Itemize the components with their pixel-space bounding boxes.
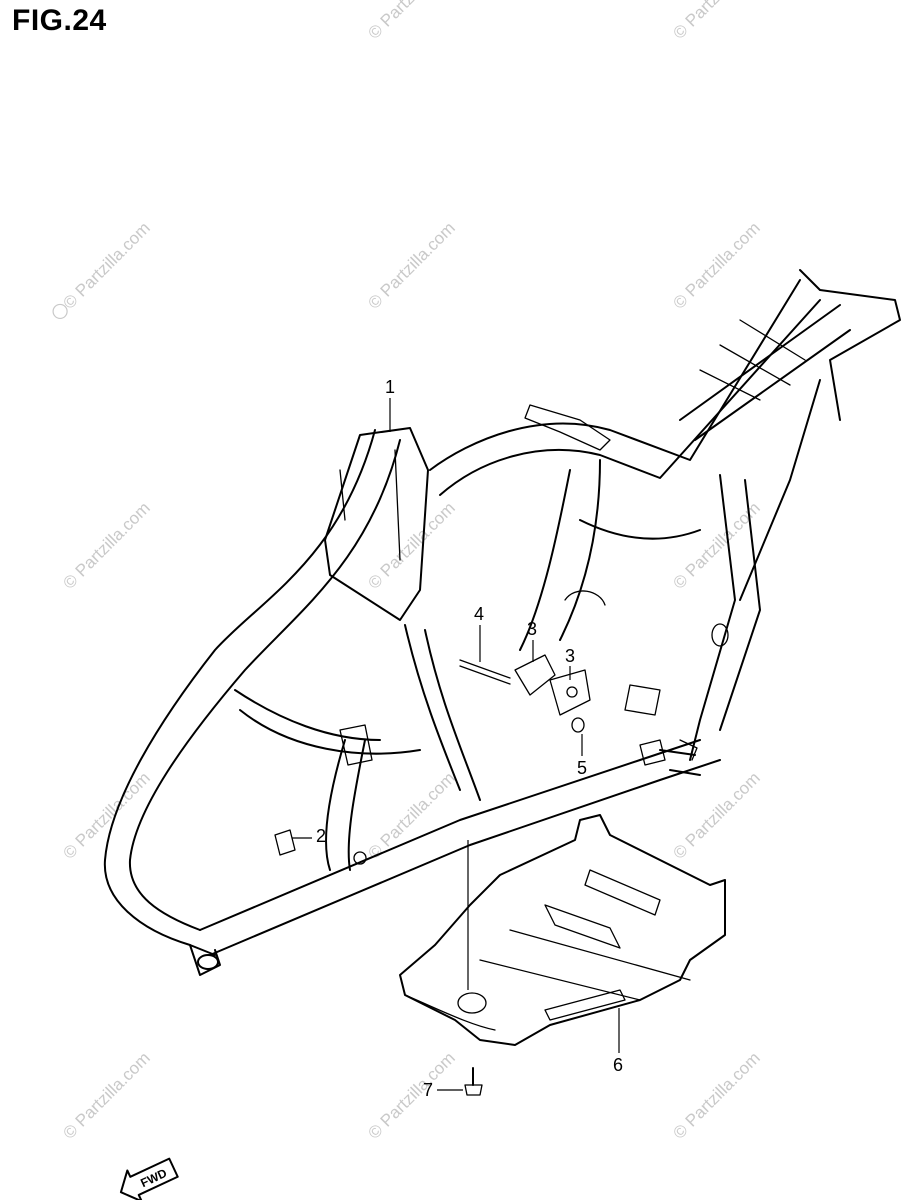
svg-text:© Partzilla.com: © Partzilla.com [364,1048,458,1142]
svg-text:© Partzilla.com: © Partzilla.com [669,768,763,862]
svg-text:© Partzilla.com: © Partzilla.com [59,218,153,312]
callout-label-5: 5 [577,758,587,778]
brackets-drawing [459,654,591,733]
callout-label-4: 4 [474,604,484,624]
watermark: © Partzilla.com [59,498,153,592]
callout-5: 5 [577,734,587,778]
svg-text:© Partzilla.com: © Partzilla.com [364,0,458,43]
svg-text:© Partzilla.com: © Partzilla.com [59,498,153,592]
callout-3b: 3 [565,646,575,680]
bolt-drawing [464,1067,483,1096]
callout-label-3b: 3 [565,646,575,666]
callout-label-3a: 3 [527,619,537,639]
callout-label-7: 7 [423,1080,433,1100]
fwd-badge: FWD [119,1157,179,1200]
callout-6: 6 [613,1008,623,1075]
watermark: © Partzilla.com [669,0,763,43]
svg-text:© Partzilla.com: © Partzilla.com [669,218,763,312]
watermark: © Partzilla.com [669,218,763,312]
callout-7: 7 [423,1080,463,1100]
callout-label-6: 6 [613,1055,623,1075]
watermark: © Partzilla.com [364,498,458,592]
figure-title: FIG.24 [12,4,107,37]
svg-text:© Partzilla.com: © Partzilla.com [669,1048,763,1142]
svg-text:© Partzilla.com: © Partzilla.com [364,218,458,312]
svg-text:© Partzilla.com: © Partzilla.com [364,498,458,592]
frame-drawing [103,269,901,976]
svg-text:© Partzilla.com: © Partzilla.com [669,0,763,43]
callout-3a: 3 [527,619,537,662]
skid-plate-drawing [399,814,726,1046]
watermark: © Partzilla.com [59,1048,153,1142]
forward-arrow-icon [119,1157,179,1200]
watermark: © Partzilla.com [669,1048,763,1142]
watermark: © Partzilla.com [364,768,458,862]
watermark: © Partzilla.com [669,768,763,862]
watermark-layer: © Partzilla.com © Partzilla.com © Partzi… [52,0,764,1143]
callout-1: 1 [385,377,395,432]
callout-label-1: 1 [385,377,395,397]
svg-text:© Partzilla.com: © Partzilla.com [364,768,458,862]
fwd-label: FWD [138,1166,169,1190]
callout-4: 4 [474,604,484,662]
watermark: © Partzilla.com [364,218,458,312]
svg-text:© Partzilla.com: © Partzilla.com [59,1048,153,1142]
watermark: © Partzilla.com [364,1048,458,1142]
callout-2: 2 [292,826,326,846]
watermark: © Partzilla.com [52,218,154,320]
watermark: © Partzilla.com [364,0,458,43]
callout-label-2: 2 [316,826,326,846]
